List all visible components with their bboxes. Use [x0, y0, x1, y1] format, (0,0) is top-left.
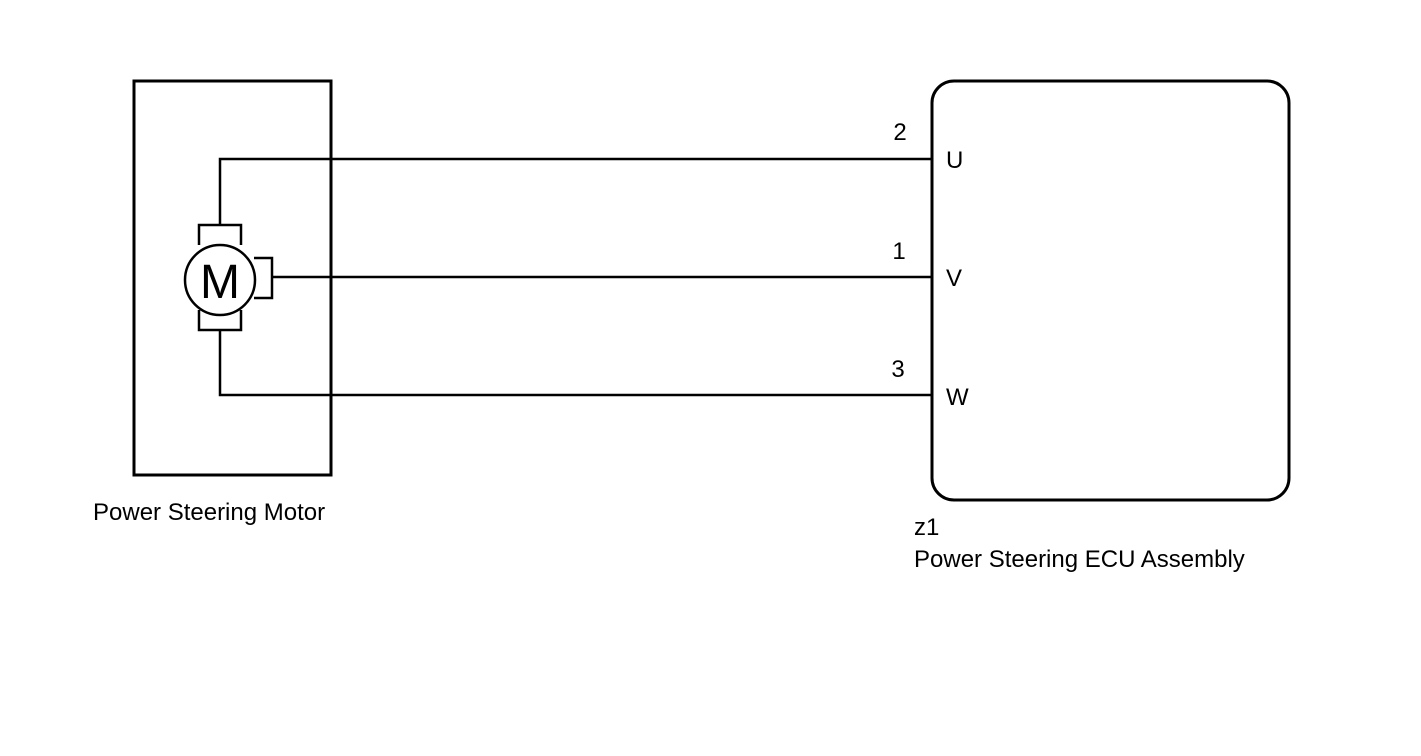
ecu-connector-id: z1	[914, 514, 939, 541]
motor-terminal-top	[197, 223, 243, 245]
wire-u	[218, 157, 932, 225]
pin-number-v: 1	[892, 238, 905, 265]
wire-w	[218, 330, 932, 397]
terminal-label-u: U	[946, 147, 963, 174]
motor-name-label: Power Steering Motor	[93, 499, 325, 526]
terminal-label-w: W	[946, 384, 969, 411]
motor-terminal-bottom	[197, 310, 243, 332]
motor-circle	[183, 243, 257, 317]
motor-letter: M	[200, 256, 240, 309]
motor-terminal-right	[254, 256, 274, 300]
motor-symbol-icon: M	[183, 223, 274, 332]
terminal-label-v: V	[946, 265, 962, 292]
ecu-housing	[930, 79, 1291, 502]
pin-number-w: 3	[891, 356, 904, 383]
wire-u-line	[218, 157, 932, 225]
ecu-name-label: Power Steering ECU Assembly	[914, 546, 1245, 573]
pin-number-u: 2	[893, 119, 906, 146]
wire-w-line	[218, 330, 932, 397]
